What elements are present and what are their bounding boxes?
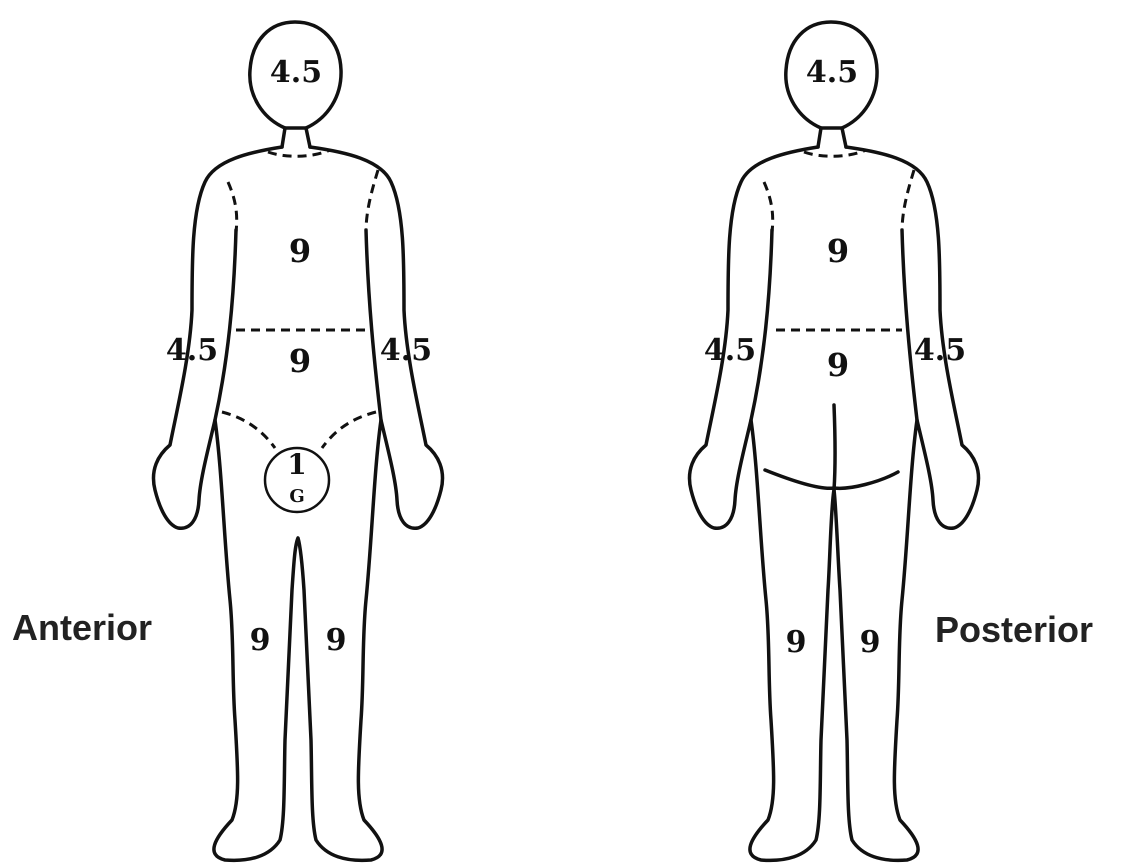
posterior-head-value: 4.5 bbox=[806, 55, 858, 90]
anterior-genital-value: 1 bbox=[287, 448, 306, 481]
anterior-chest-value: 9 bbox=[289, 232, 311, 270]
anterior-head-value: 4.5 bbox=[270, 55, 322, 90]
posterior-arm-left-value: 4.5 bbox=[704, 333, 756, 368]
anterior-leg-right-value: 9 bbox=[326, 623, 347, 658]
posterior-leg-right-value: 9 bbox=[860, 625, 881, 660]
anterior-figure bbox=[153, 22, 442, 860]
posterior-upper-back-value: 9 bbox=[827, 232, 849, 270]
anterior-genital-symbol: G bbox=[289, 486, 304, 507]
posterior-figure bbox=[689, 22, 978, 860]
anterior-leg-left-value: 9 bbox=[250, 623, 271, 658]
anterior-label: Anterior bbox=[12, 607, 152, 648]
anterior-abdomen-value: 9 bbox=[289, 342, 311, 380]
posterior-arm-right-value: 4.5 bbox=[914, 333, 966, 368]
posterior-leg-left-value: 9 bbox=[786, 625, 807, 660]
posterior-lower-back-value: 9 bbox=[827, 346, 849, 384]
anterior-arm-left-value: 4.5 bbox=[166, 333, 218, 368]
anterior-arm-right-value: 4.5 bbox=[380, 333, 432, 368]
posterior-label: Posterior bbox=[935, 609, 1093, 650]
